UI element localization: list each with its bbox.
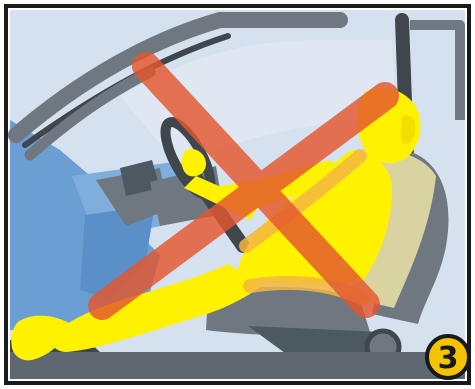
car-floor bbox=[10, 352, 465, 379]
step-number-label: 3 bbox=[438, 341, 459, 376]
step-number-badge: 3 bbox=[427, 336, 469, 378]
